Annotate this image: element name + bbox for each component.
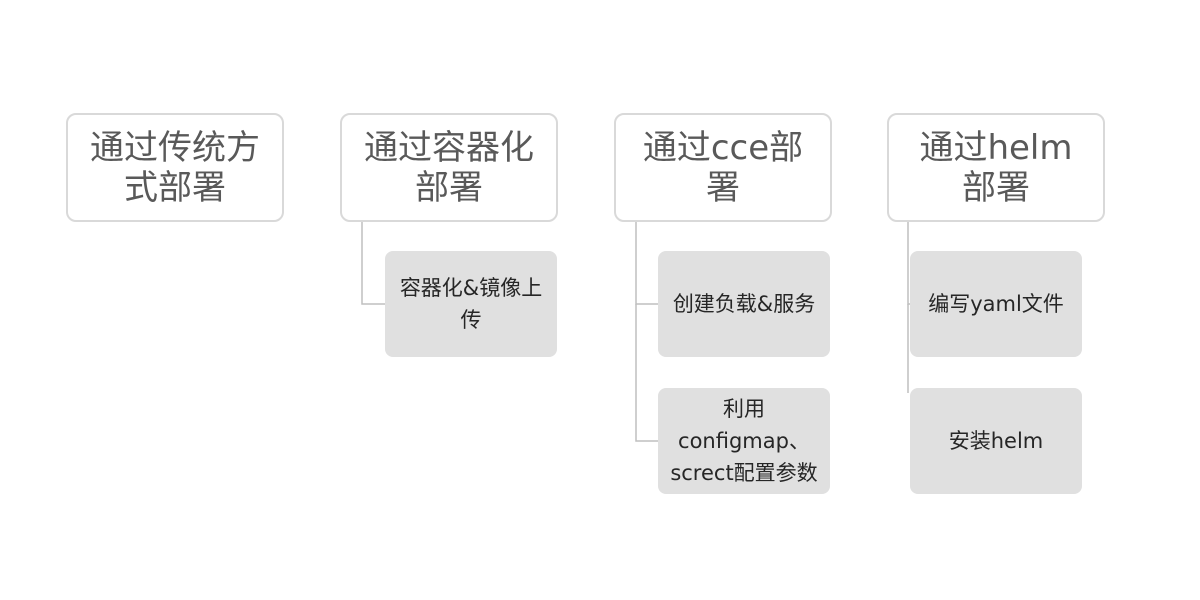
connector-cce-to-configmap <box>635 304 658 442</box>
box-write-yaml: 编写yaml文件 <box>910 251 1082 357</box>
box-install-helm: 安装helm <box>910 388 1082 494</box>
box-traditional-deploy-label: 通过传统方式部署 <box>90 127 260 208</box>
box-helm-deploy: 通过helm部署 <box>887 113 1105 222</box>
box-create-workload-service: 创建负载&服务 <box>658 251 830 357</box>
connector-cce-to-workload <box>635 222 658 305</box>
box-helm-deploy-label: 通过helm部署 <box>919 127 1073 208</box>
box-create-workload-service-label: 创建负载&服务 <box>672 292 816 316</box>
box-configmap-secret-params-label: 利用configmap、screct配置参数 <box>670 397 818 485</box>
box-containerize-image-upload-label: 容器化&镜像上传 <box>399 276 543 332</box>
box-container-deploy: 通过容器化部署 <box>340 113 558 222</box>
box-cce-deploy: 通过cce部署 <box>614 113 832 222</box>
box-write-yaml-label: 编写yaml文件 <box>928 292 1064 316</box>
box-configmap-secret-params: 利用configmap、screct配置参数 <box>658 388 830 494</box>
connector-container-to-upload <box>361 222 385 305</box>
box-containerize-image-upload: 容器化&镜像上传 <box>385 251 557 357</box>
box-cce-deploy-label: 通过cce部署 <box>642 127 804 208</box>
box-container-deploy-label: 通过容器化部署 <box>364 127 534 208</box>
box-install-helm-label: 安装helm <box>948 429 1044 453</box>
box-traditional-deploy: 通过传统方式部署 <box>66 113 284 222</box>
